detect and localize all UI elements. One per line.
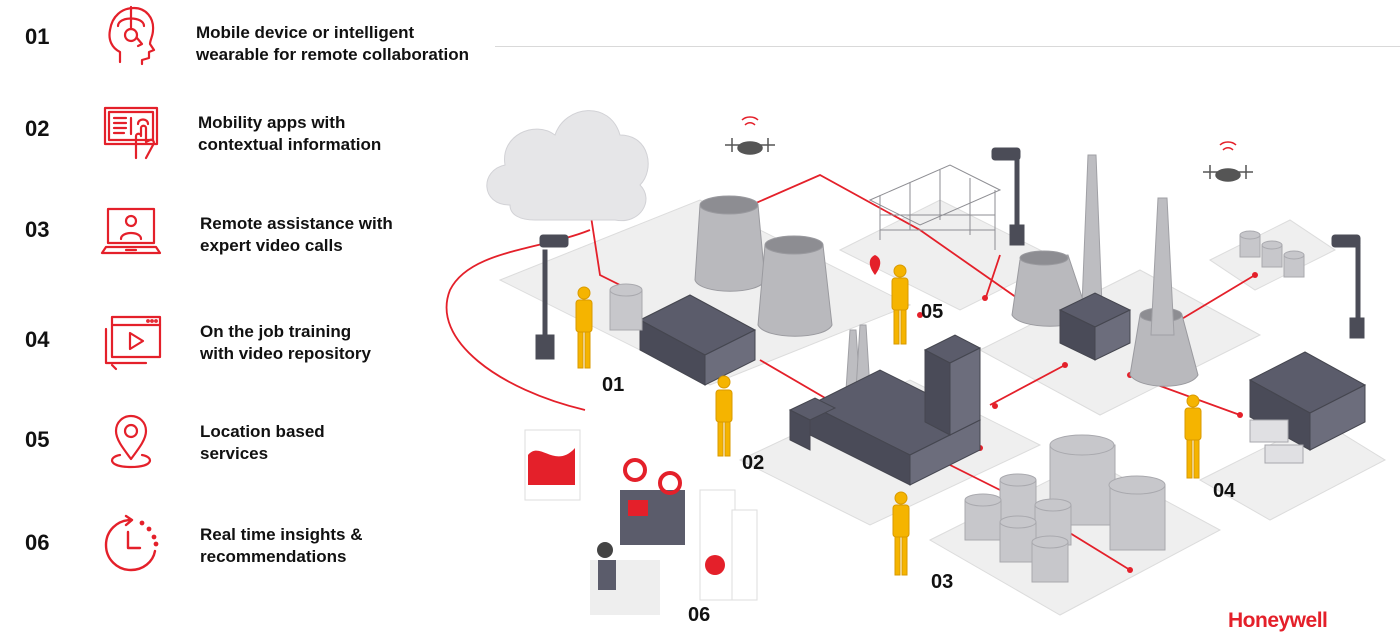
headset-worker-icon: [98, 2, 164, 68]
item-number: 01: [25, 24, 50, 49]
item-number: 03: [25, 217, 50, 242]
honeywell-logo: Honeywell: [1228, 609, 1328, 632]
header-divider: [495, 46, 1400, 47]
item-number: 04: [25, 327, 50, 352]
location-pin-icon: [98, 409, 164, 475]
list-item-06: 06 Real time insights &recommendations: [0, 506, 500, 576]
item-number: 05: [25, 427, 50, 452]
scene-label-06: 06: [688, 604, 711, 626]
touch-document-icon: [98, 98, 164, 164]
scene-label-05: 05: [921, 301, 944, 323]
item-number: 02: [25, 116, 50, 141]
item-number: 06: [25, 530, 50, 555]
scene-label-02: 02: [742, 452, 765, 474]
video-player-icon: [98, 309, 164, 375]
scene-label-01: 01: [602, 374, 625, 396]
industrial-plant-illustration: [445, 110, 1387, 616]
item-label: Real time insights &recommendations: [200, 525, 363, 566]
clock-refresh-icon: [98, 512, 164, 578]
scene-label-03: 03: [931, 571, 954, 593]
laptop-video-call-icon: [98, 199, 164, 265]
scene-label-04: 04: [1213, 480, 1236, 502]
